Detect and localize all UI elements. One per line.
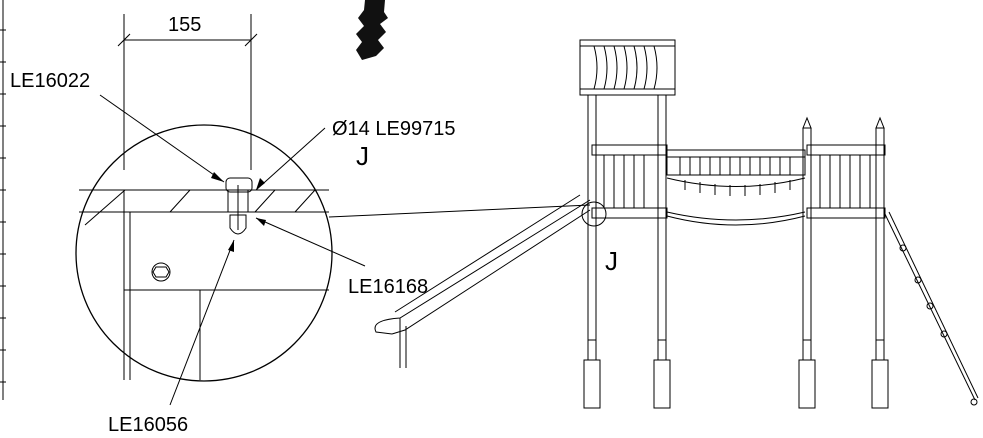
play-structure (374, 39, 979, 409)
callout-le16168: LE16168 (348, 276, 428, 298)
leader-lines (99, 94, 591, 406)
callout-le16056: LE16056 (108, 414, 188, 436)
leader-arrows (211, 172, 266, 252)
callout-le16022: LE16022 (10, 70, 90, 92)
ink-blob (356, 0, 388, 60)
margin-ticks (0, 0, 6, 400)
callout-le99715: Ø14 LE99715 (332, 118, 455, 140)
dimension-155 (117, 14, 258, 170)
detail-circle (75, 124, 333, 382)
dimension-label: 155 (168, 14, 201, 36)
detail-ref-j-detail: J (356, 141, 369, 171)
detail-ref-j-structure: J (605, 246, 618, 276)
